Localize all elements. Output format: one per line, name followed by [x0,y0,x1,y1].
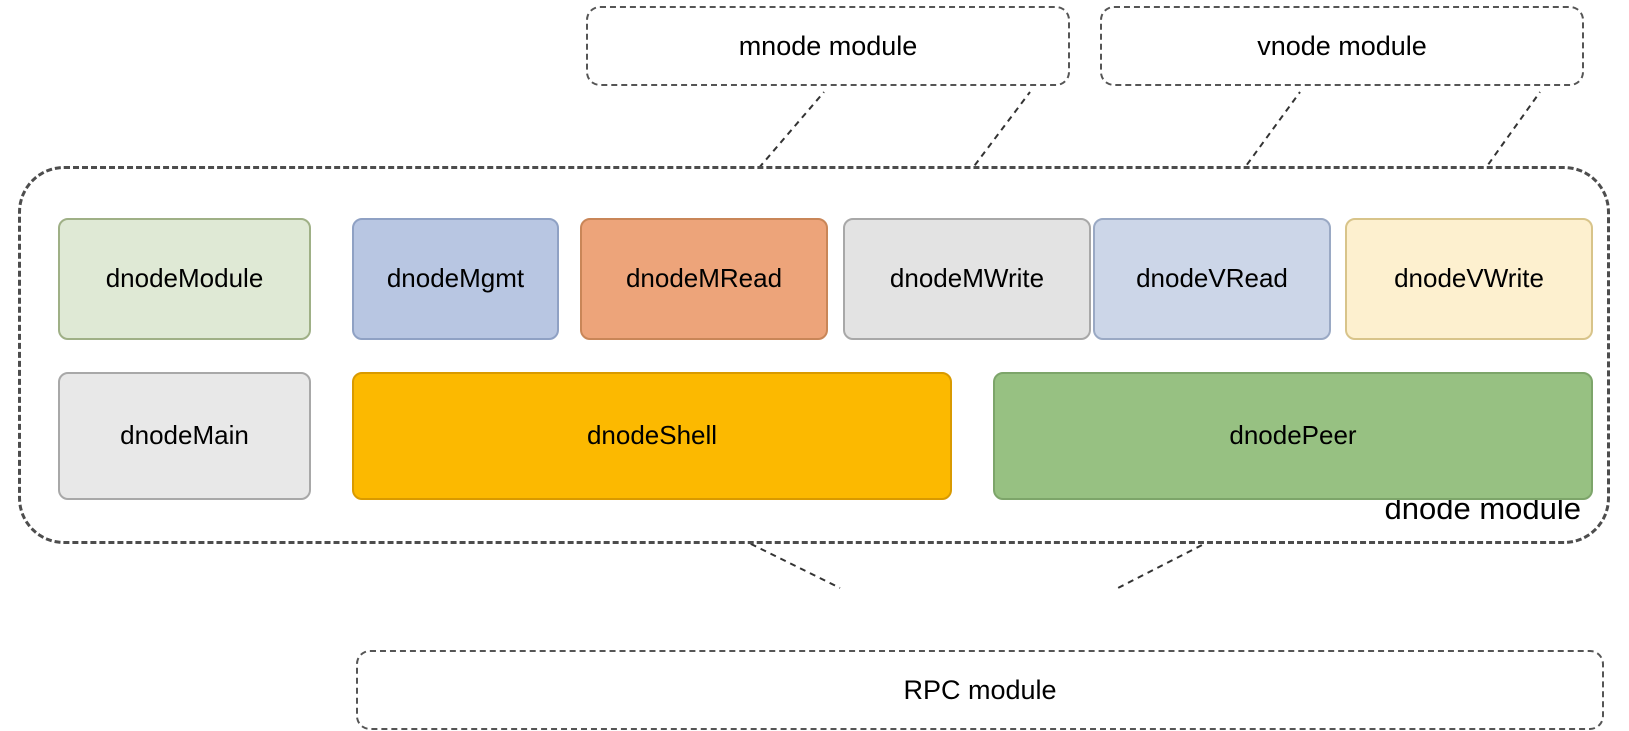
component-dnodemain-label: dnodeMain [120,420,249,451]
component-dnodevwrite-label: dnodeVWrite [1394,263,1544,294]
module-rpc-label: RPC module [903,674,1057,705]
component-dnodemread[interactable]: dnodeMRead [580,218,828,340]
component-dnodevread-label: dnodeVRead [1136,263,1288,294]
module-vnode[interactable]: vnode module [1100,6,1584,86]
component-dnodepeer[interactable]: dnodePeer [993,372,1593,500]
component-dnodeshell-label: dnodeShell [586,420,718,451]
component-dnodeshell[interactable]: dnodeShell [352,372,952,500]
component-dnodepeer-label: dnodePeer [1229,420,1357,451]
module-rpc[interactable]: RPC module [356,650,1604,730]
component-dnodevread[interactable]: dnodeVRead [1093,218,1331,340]
component-dnodevwrite[interactable]: dnodeVWrite [1345,218,1593,340]
component-dnodemodule-label: dnodeModule [105,263,264,294]
component-dnodemodule[interactable]: dnodeModule [58,218,311,340]
component-dnodemgmt[interactable]: dnodeMgmt [352,218,559,340]
component-dnodemain[interactable]: dnodeMain [58,372,311,500]
component-dnodemread-label: dnodeMRead [625,263,783,294]
module-mnode-label: mnode module [738,30,918,61]
component-dnodemgmt-label: dnodeMgmt [386,263,525,294]
component-dnodemwrite[interactable]: dnodeMWrite [843,218,1091,340]
component-dnodemwrite-label: dnodeMWrite [889,263,1045,294]
module-mnode[interactable]: mnode module [586,6,1070,86]
module-vnode-label: vnode module [1257,30,1427,61]
